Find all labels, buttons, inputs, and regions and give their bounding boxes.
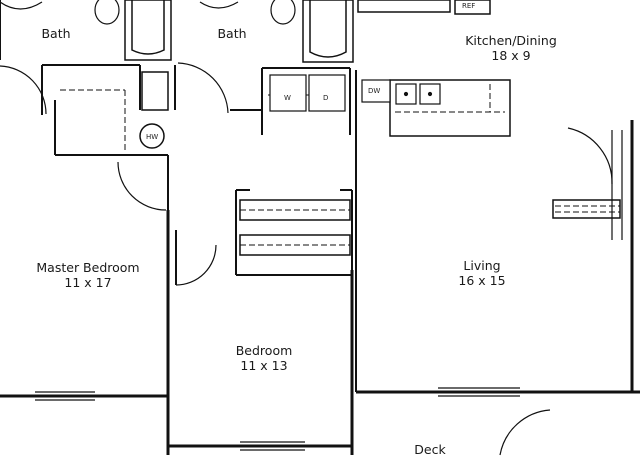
room-name: Bedroom: [235, 343, 293, 358]
room-label-kitchen-dining: Kitchen/Dining 18 x 9: [465, 33, 557, 63]
room-dims: 18 x 9: [491, 48, 531, 63]
bath-fixtures: [0, 0, 296, 25]
room-name: Bath: [41, 26, 71, 41]
door-swings: [0, 62, 613, 456]
room-dims: 11 x 13: [240, 358, 288, 373]
dishwasher-icon: [361, 79, 391, 103]
room-label-master-bedroom: Master Bedroom 11 x 17: [36, 260, 139, 290]
room-name: Living: [463, 258, 501, 273]
room-label-bedroom: Bedroom 11 x 13: [236, 343, 293, 373]
closet-shelves: [60, 89, 620, 246]
bathtubs: [124, 0, 354, 63]
dryer-icon: [308, 74, 346, 112]
room-label-living: Living 16 x 15: [458, 258, 505, 288]
room-name: Kitchen/Dining: [465, 33, 557, 48]
interior-walls: [0, 0, 357, 392]
refrigerator-icon: [454, 0, 491, 15]
room-dims: 16 x 15: [458, 273, 506, 288]
room-label-deck: Deck: [414, 442, 445, 457]
laundry: [269, 74, 346, 112]
room-name: Master Bedroom: [36, 260, 140, 275]
kitchen-counter: [357, 0, 511, 137]
room-label-bath-left: Bath: [41, 26, 70, 41]
kitchen-sink-icon: [395, 83, 441, 105]
dishwasher-label: DW: [368, 87, 380, 95]
refrigerator-label: REF: [462, 2, 475, 10]
room-dims: 11 x 17: [64, 275, 112, 290]
room-name: Deck: [414, 442, 446, 457]
room-label-bath-right: Bath: [217, 26, 246, 41]
washer-icon: [269, 74, 307, 112]
dryer-label: D: [323, 94, 328, 102]
water-heater-label: HW: [146, 133, 158, 141]
room-name: Bath: [217, 26, 247, 41]
windows: [35, 130, 623, 451]
water-heater-icon: [139, 123, 165, 149]
washer-label: W: [284, 94, 291, 102]
exterior-walls: [0, 120, 640, 455]
